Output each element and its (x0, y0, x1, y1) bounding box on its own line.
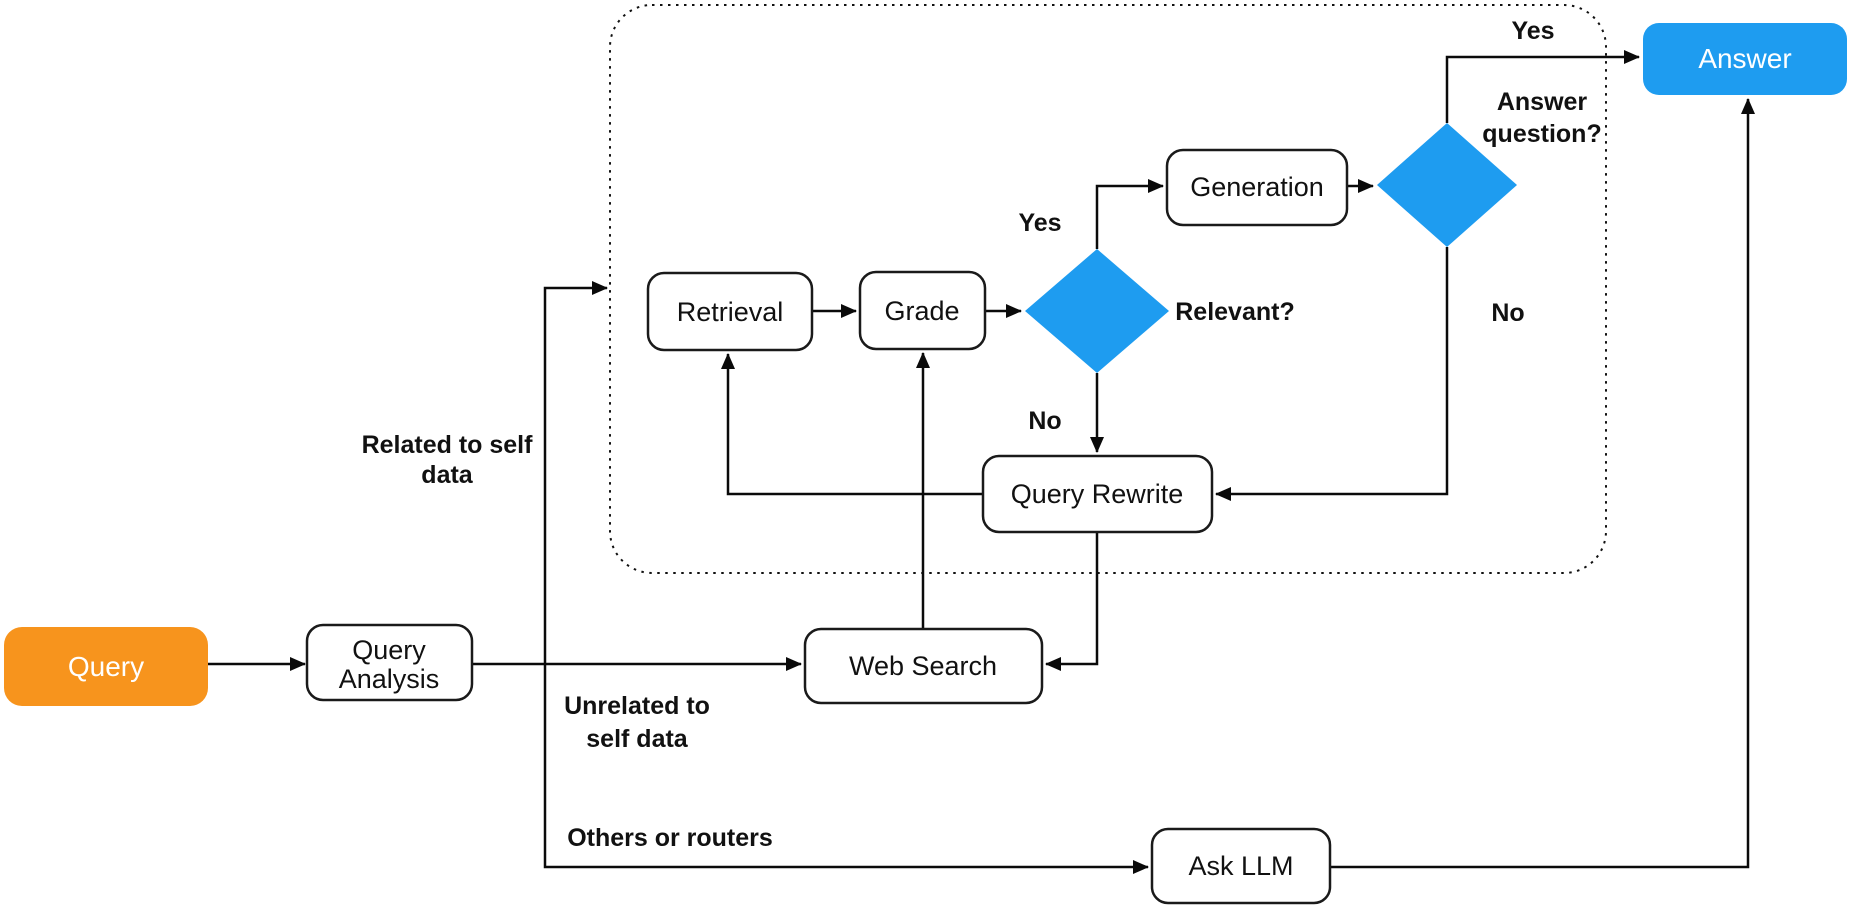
edge-query-rewrite-to-retrieval (721, 353, 983, 496)
answer-node-label: Answer (1698, 43, 1791, 74)
unrelated-to-self-data-label-line2: self data (586, 725, 689, 753)
answer-question-decision-label-line1: Answer (1497, 88, 1588, 116)
retrieval-node-box (646, 271, 814, 352)
yes-label-relevant: Yes (1018, 209, 1061, 237)
unrelated-to-self-data-label-line1: Unrelated to (564, 692, 710, 720)
related-to-self-data-label-line2: data (421, 461, 474, 489)
no-label-right: No (1491, 299, 1524, 327)
answer-question-decision-diamond (1377, 123, 1517, 247)
query-node-box (4, 627, 208, 706)
generation-node-label: Generation (1190, 172, 1324, 202)
query-rewrite-node-box (981, 454, 1214, 534)
edge-related-branch-to-retrieval (543, 281, 608, 664)
web-search-node-label: Web Search (849, 651, 997, 681)
ask-llm-node-box (1150, 827, 1332, 905)
relevant-decision-label: Relevant? (1175, 298, 1294, 326)
answer-question-decision-label-line2: question? (1482, 120, 1601, 148)
related-to-self-data-label-line1: Related to self (362, 431, 534, 459)
yes-label-top: Yes (1511, 17, 1554, 45)
edge-relevant-yes-to-generation (1095, 179, 1164, 249)
edge-query-rewrite-to-web-search (1045, 532, 1099, 671)
query-analysis-node-label-line2: Analysis (339, 664, 440, 694)
generation-node-box (1165, 148, 1349, 227)
query-rewrite-node-label: Query Rewrite (1011, 479, 1184, 509)
query-node-label: Query (68, 651, 144, 682)
retrieval-node-label: Retrieval (677, 297, 784, 327)
relevant-decision-diamond (1025, 249, 1169, 373)
answer-node-box (1643, 23, 1847, 95)
web-search-node-box (803, 627, 1044, 705)
rag-loop-dotted-container (609, 4, 1607, 574)
others-or-routers-label: Others or routers (567, 824, 773, 852)
ask-llm-node-label: Ask LLM (1188, 851, 1293, 881)
edge-ask-llm-to-answer (1330, 98, 1755, 869)
no-label-relevant: No (1028, 407, 1061, 435)
grade-node-label: Grade (884, 296, 959, 326)
grade-node-box (858, 270, 987, 351)
edge-answer-question-no-to-query-rewrite (1215, 247, 1449, 501)
edge-answer-question-yes-to-answer (1445, 50, 1640, 123)
query-analysis-node-label-line1: Query (352, 635, 426, 665)
query-analysis-node-box (305, 623, 474, 702)
edge-others-branch-to-ask-llm (543, 664, 1149, 874)
